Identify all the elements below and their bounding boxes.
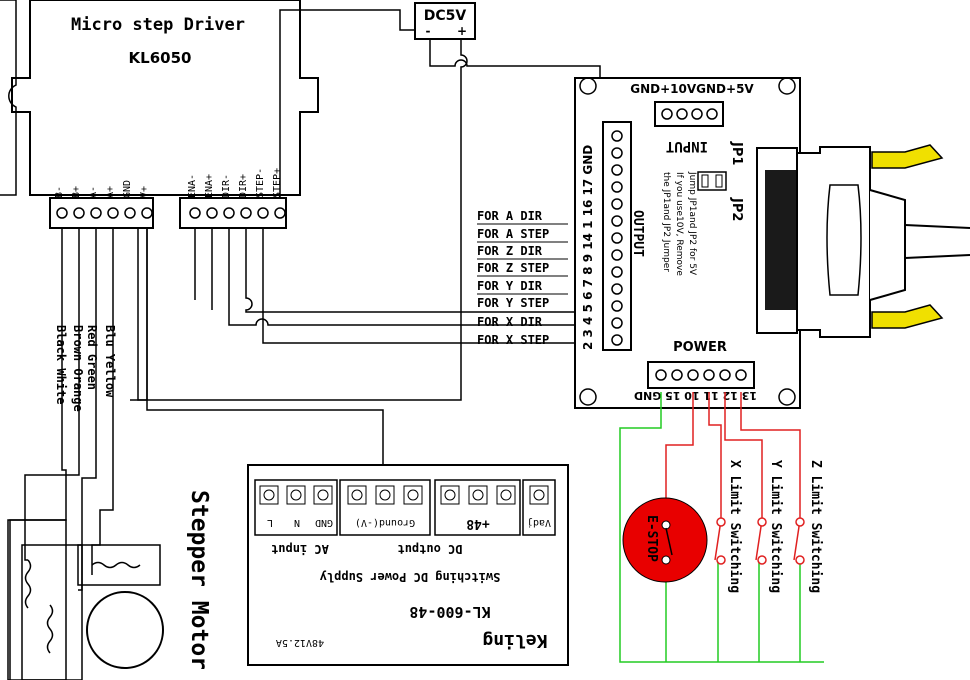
power-terminal-block xyxy=(647,361,755,389)
signal-labels: FOR A DIR FOR A STEP FOR Z DIR FOR Z STE… xyxy=(477,209,568,347)
psu-ac-input: AC input xyxy=(271,542,329,556)
psu-terminal-plus48: +48 xyxy=(466,516,490,531)
power-label: POWER xyxy=(673,340,727,355)
driver-left-pin-labels: B- B+ A- A+ GND V+ xyxy=(54,180,150,198)
driver-right-terminal-block xyxy=(179,197,287,229)
jumper-block xyxy=(697,171,727,191)
z-limit-switch: Z Limit Switching xyxy=(795,460,823,593)
psu-model: KL-600-48 xyxy=(409,603,490,621)
output-pin-numbers: 2 3 4 5 6 7 8 9 14 1 16 17 GND xyxy=(581,145,595,350)
pin-label-step-plus: STEP+ xyxy=(272,168,283,198)
wire-label-black-white: Black White xyxy=(54,325,68,404)
pin-label-ena-minus: ENA- xyxy=(187,174,198,198)
wire-label-blu-yellow: Blu Yellow xyxy=(103,325,117,398)
motor-wires xyxy=(9,228,148,680)
psu-brand: Keling xyxy=(482,630,547,651)
driver-left-terminal-block xyxy=(49,197,154,229)
motor-wire-labels: Black White Brown Orange Red Green Blu Y… xyxy=(54,325,117,412)
psu-terminal-vadj: Vadj xyxy=(527,517,551,528)
output-label: OUTPUT xyxy=(630,210,645,257)
pin-label-b-plus: B+ xyxy=(71,186,82,198)
output-terminal-block xyxy=(602,121,632,351)
jp1-label: JP1 xyxy=(729,141,744,165)
wire-label-red-green: Red Green xyxy=(85,325,99,390)
estop-label: E-STOP xyxy=(644,515,659,562)
db25-connector xyxy=(756,144,970,338)
power-pin-numbers: 13 12 11 10 15 GND xyxy=(634,389,757,402)
pin-label-gnd: GND xyxy=(122,180,133,198)
psu-spec: 48V12.5A xyxy=(276,637,324,648)
wire-label-brown-orange: Brown Orange xyxy=(71,325,85,412)
top-header-terminal xyxy=(654,101,724,127)
psu-terminal-strip xyxy=(254,479,556,536)
label-for-z-dir: FOR Z DIR xyxy=(477,244,543,258)
label-for-a-step: FOR A STEP xyxy=(477,227,549,241)
x-limit-label: X Limit Switching xyxy=(727,460,742,593)
label-for-y-dir: FOR Y DIR xyxy=(477,279,543,293)
pin-label-dir-plus: DIR+ xyxy=(238,174,249,198)
pin-label-a-plus: A+ xyxy=(105,186,116,198)
input-label: INPUT xyxy=(666,138,708,154)
psu-title: Switching DC Power Supply xyxy=(320,570,501,584)
estop-switch: E-STOP xyxy=(622,497,708,583)
pin-label-v-plus: V+ xyxy=(139,186,150,198)
breakout-board: GND+10VGND+5V INPUT JP1 JP2 Jump JP1and … xyxy=(574,77,801,409)
stepper-driver: Micro step Driver KL6050 B- B+ A- A+ GND… xyxy=(0,0,319,229)
power-supply: L N GND Ground(-V) +48 Vadj AC input DC … xyxy=(247,464,569,666)
psu-terminal-l: L xyxy=(267,517,273,528)
dc5v-minus: - xyxy=(426,24,431,38)
dc5v-plus: + xyxy=(457,24,467,38)
stepper-motor-label: Stepper Motor xyxy=(186,490,212,670)
psu-terminal-gnd: GND xyxy=(315,517,333,528)
label-for-a-dir: FOR A DIR xyxy=(477,209,543,223)
psu-dc-output: DC output xyxy=(397,542,462,556)
dc5v-supply: DC5V - + xyxy=(414,2,476,40)
limit-switch-wires xyxy=(619,392,824,663)
pin-label-a-minus: A- xyxy=(88,186,99,198)
label-for-x-step: FOR X STEP xyxy=(477,333,549,347)
label-for-z-step: FOR Z STEP xyxy=(477,261,549,275)
label-for-y-step: FOR Y STEP xyxy=(477,296,549,310)
x-limit-switch: X Limit Switching xyxy=(716,460,742,593)
jumper-note-1: Jump JP1and JP2 for 5V xyxy=(687,171,697,276)
dc5v-label: DC5V xyxy=(424,8,467,24)
driver-title: Micro step Driver xyxy=(71,15,245,35)
label-for-x-dir: FOR X DIR xyxy=(477,315,543,329)
jumper-note-2: If you use10V, Remove xyxy=(674,172,684,276)
pin-label-b-minus: B- xyxy=(54,186,65,198)
driver-model: KL6050 xyxy=(129,49,192,67)
pin-label-ena-plus: ENA+ xyxy=(204,174,215,198)
pin-label-step-minus: STEP- xyxy=(255,168,266,198)
pin-label-dir-minus: DIR- xyxy=(221,174,232,198)
jp2-label: JP2 xyxy=(729,197,744,221)
y-limit-label: Y Limit Switching xyxy=(768,460,783,593)
psu-terminal-n: N xyxy=(294,517,300,528)
signal-wires xyxy=(137,9,601,465)
top-header-label: GND+10VGND+5V xyxy=(630,82,754,96)
z-limit-label: Z Limit Switching xyxy=(808,460,823,593)
jumper-note-3: the JP1and JP2 Jumper xyxy=(661,172,671,272)
psu-terminal-ground: Ground(-V) xyxy=(355,517,415,528)
stepper-motor xyxy=(7,519,164,680)
y-limit-switch: Y Limit Switching xyxy=(757,460,783,593)
driver-right-pin-labels: ENA- ENA+ DIR- DIR+ STEP- STEP+ xyxy=(187,168,283,198)
